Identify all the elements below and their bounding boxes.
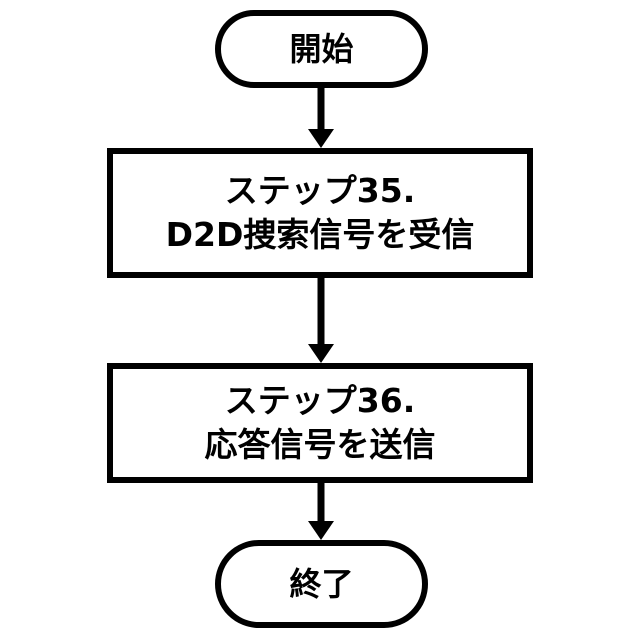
- connector-shaft: [317, 483, 325, 522]
- arrowhead-icon: [308, 344, 334, 363]
- node-start[interactable]: 開始: [215, 10, 428, 88]
- node-step36[interactable]: ステップ36. 応答信号を送信: [107, 363, 533, 483]
- connector-shaft: [317, 88, 325, 130]
- connector-step36-to-end: [300, 483, 342, 540]
- arrowhead-icon: [308, 129, 334, 148]
- connector-start-to-step35: [300, 88, 342, 148]
- node-step35[interactable]: ステップ35. D2D捜索信号を受信: [107, 148, 533, 278]
- node-step35-line2: D2D捜索信号を受信: [165, 215, 475, 254]
- arrowhead-icon: [308, 521, 334, 540]
- node-start-label: 開始: [289, 30, 354, 68]
- node-step35-line1: ステップ35.: [224, 171, 416, 210]
- connector-shaft: [317, 278, 325, 345]
- node-end[interactable]: 終了: [215, 540, 428, 628]
- node-step36-line2: 応答信号を送信: [204, 425, 436, 464]
- node-step36-line1: ステップ36.: [224, 381, 416, 420]
- node-end-label: 終了: [289, 565, 354, 603]
- connector-step35-to-step36: [300, 278, 342, 363]
